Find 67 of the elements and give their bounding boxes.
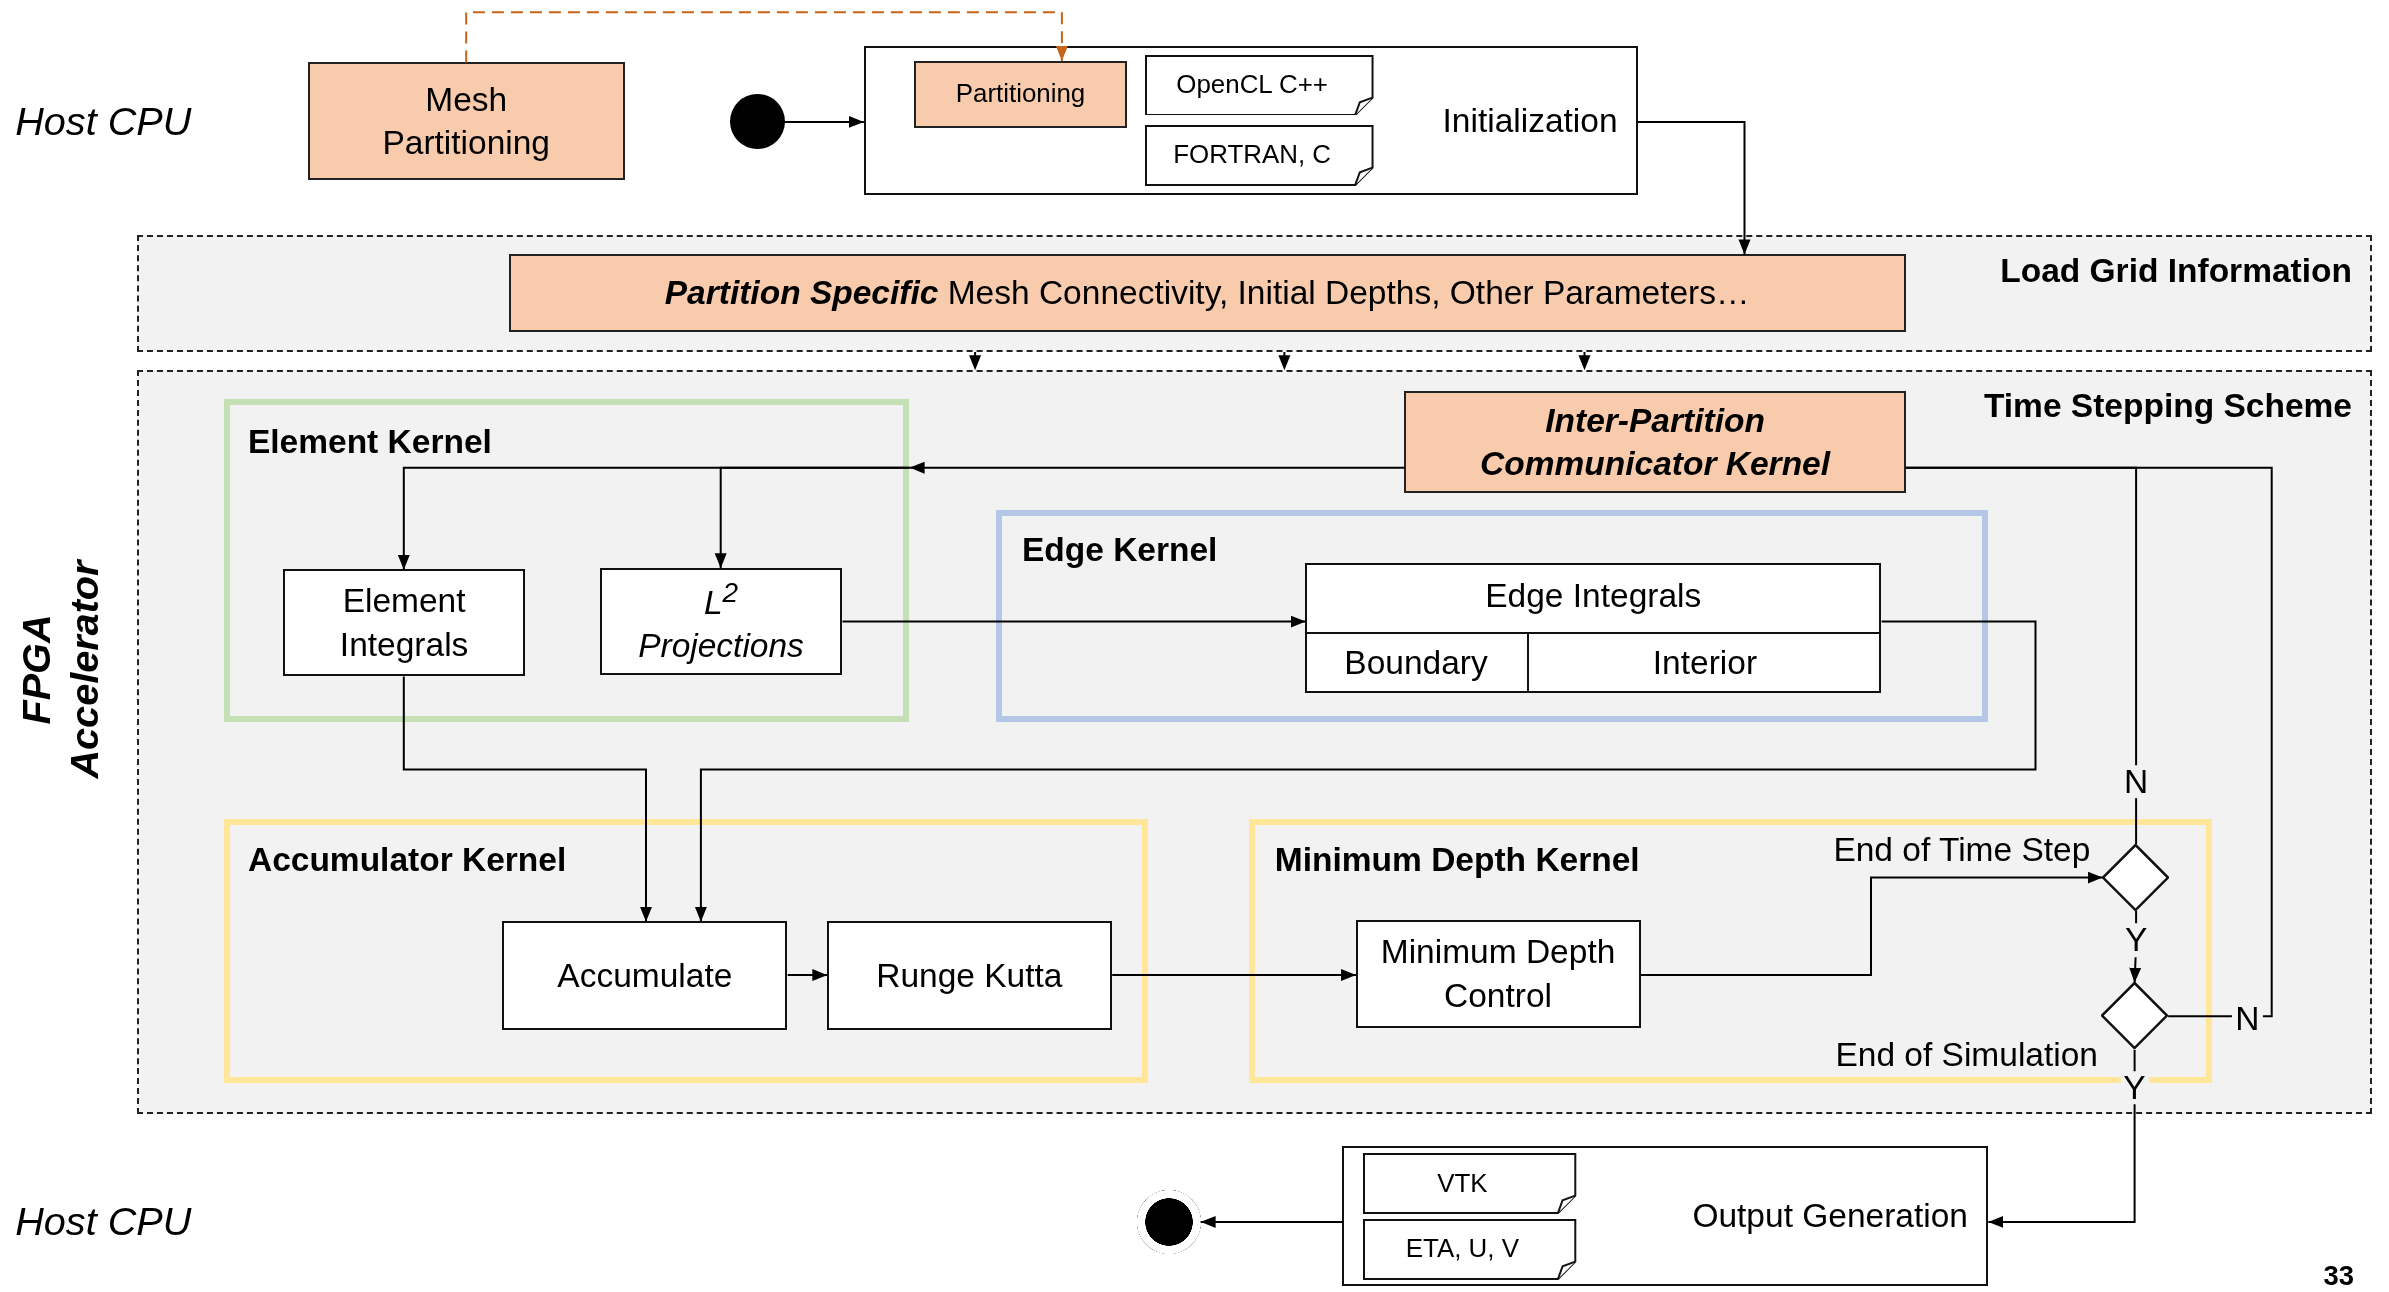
arrow — [969, 351, 982, 372]
lane-label: Host CPU — [15, 1198, 192, 1246]
box-label: Accumulate — [557, 955, 733, 996]
box-label: Mesh Partitioning — [381, 79, 551, 164]
arrow — [908, 461, 1406, 474]
process-box — [1404, 391, 1906, 494]
panel-title: Edge Kernel — [1021, 530, 1218, 571]
kernel-frame — [223, 819, 1149, 1083]
process-box — [826, 921, 1112, 1030]
box-label: ETA, U, V — [1405, 1233, 1519, 1265]
box-label: Output Generation — [1692, 1196, 1968, 1237]
decision-label: End of Time Step — [1833, 833, 2091, 867]
box-label: Initialization — [1442, 100, 1618, 141]
process-box — [282, 569, 526, 677]
process-box — [508, 254, 1906, 332]
panel-title: Minimum Depth Kernel — [1274, 839, 1640, 880]
arrow — [1578, 351, 1591, 372]
region-panel — [137, 370, 2373, 1114]
process-box — [307, 62, 625, 180]
box-label: Minimum Depth Control — [1379, 932, 1617, 1016]
arrow — [1987, 1048, 2136, 1228]
page-number: 33 — [2323, 1260, 2354, 1292]
box-label: FORTRAN, C — [1173, 139, 1331, 171]
arrow — [1636, 120, 1751, 256]
lane-label: FPGA Accelerator — [13, 557, 107, 781]
decision-label: End of Simulation — [1835, 1037, 2098, 1072]
arrow — [694, 620, 2037, 923]
process-box — [863, 45, 1638, 195]
region-panel — [137, 234, 2373, 352]
edge-label: Y — [2120, 1071, 2149, 1105]
box-label: Partitioning — [955, 78, 1086, 110]
box-label: Boundary — [1344, 643, 1488, 684]
box-label: Partition Specific Mesh Connectivity, Initial Depths, Other Parameters… — [664, 273, 1750, 314]
arrow — [465, 11, 1068, 64]
arrow — [714, 466, 911, 570]
process-box — [1342, 1145, 1989, 1286]
box-label: Element Integrals — [338, 581, 470, 665]
panel-title: Element Kernel — [247, 422, 492, 463]
box-label: L$^{2}$ Projections — [638, 575, 804, 667]
table-box — [1305, 563, 1882, 693]
arrow — [1111, 969, 1357, 982]
connector-line — [1905, 466, 2273, 1018]
process-box — [599, 567, 843, 675]
kernel-frame — [996, 510, 1988, 722]
box-label: Inter-Partition Communicator Kernel — [1479, 400, 1832, 485]
panel-title: Time Stepping Scheme — [1983, 386, 2352, 427]
process-box — [1355, 919, 1641, 1028]
box-label: Edge Integrals — [1485, 576, 1702, 617]
kernel-frame — [223, 398, 910, 722]
arrow — [2129, 910, 2142, 984]
process-box — [502, 921, 788, 1030]
lane-label: Host CPU — [15, 98, 192, 146]
box-label: Runge Kutta — [876, 955, 1063, 996]
arrow — [783, 115, 865, 128]
arrow — [841, 615, 1307, 628]
box-label: Interior — [1652, 643, 1758, 684]
arrow — [402, 675, 652, 923]
process-box — [913, 60, 1128, 128]
arrow — [1278, 351, 1291, 372]
panel-title: Load Grid Information — [2000, 250, 2352, 291]
panel-title: Accumulator Kernel — [247, 839, 567, 880]
box-label: OpenCL C++ — [1176, 69, 1328, 101]
arrow — [786, 969, 829, 982]
box-label: VTK — [1437, 1167, 1488, 1199]
table-cell — [1305, 631, 1529, 693]
arrow — [1639, 871, 2104, 977]
arrow — [1199, 1215, 1344, 1228]
